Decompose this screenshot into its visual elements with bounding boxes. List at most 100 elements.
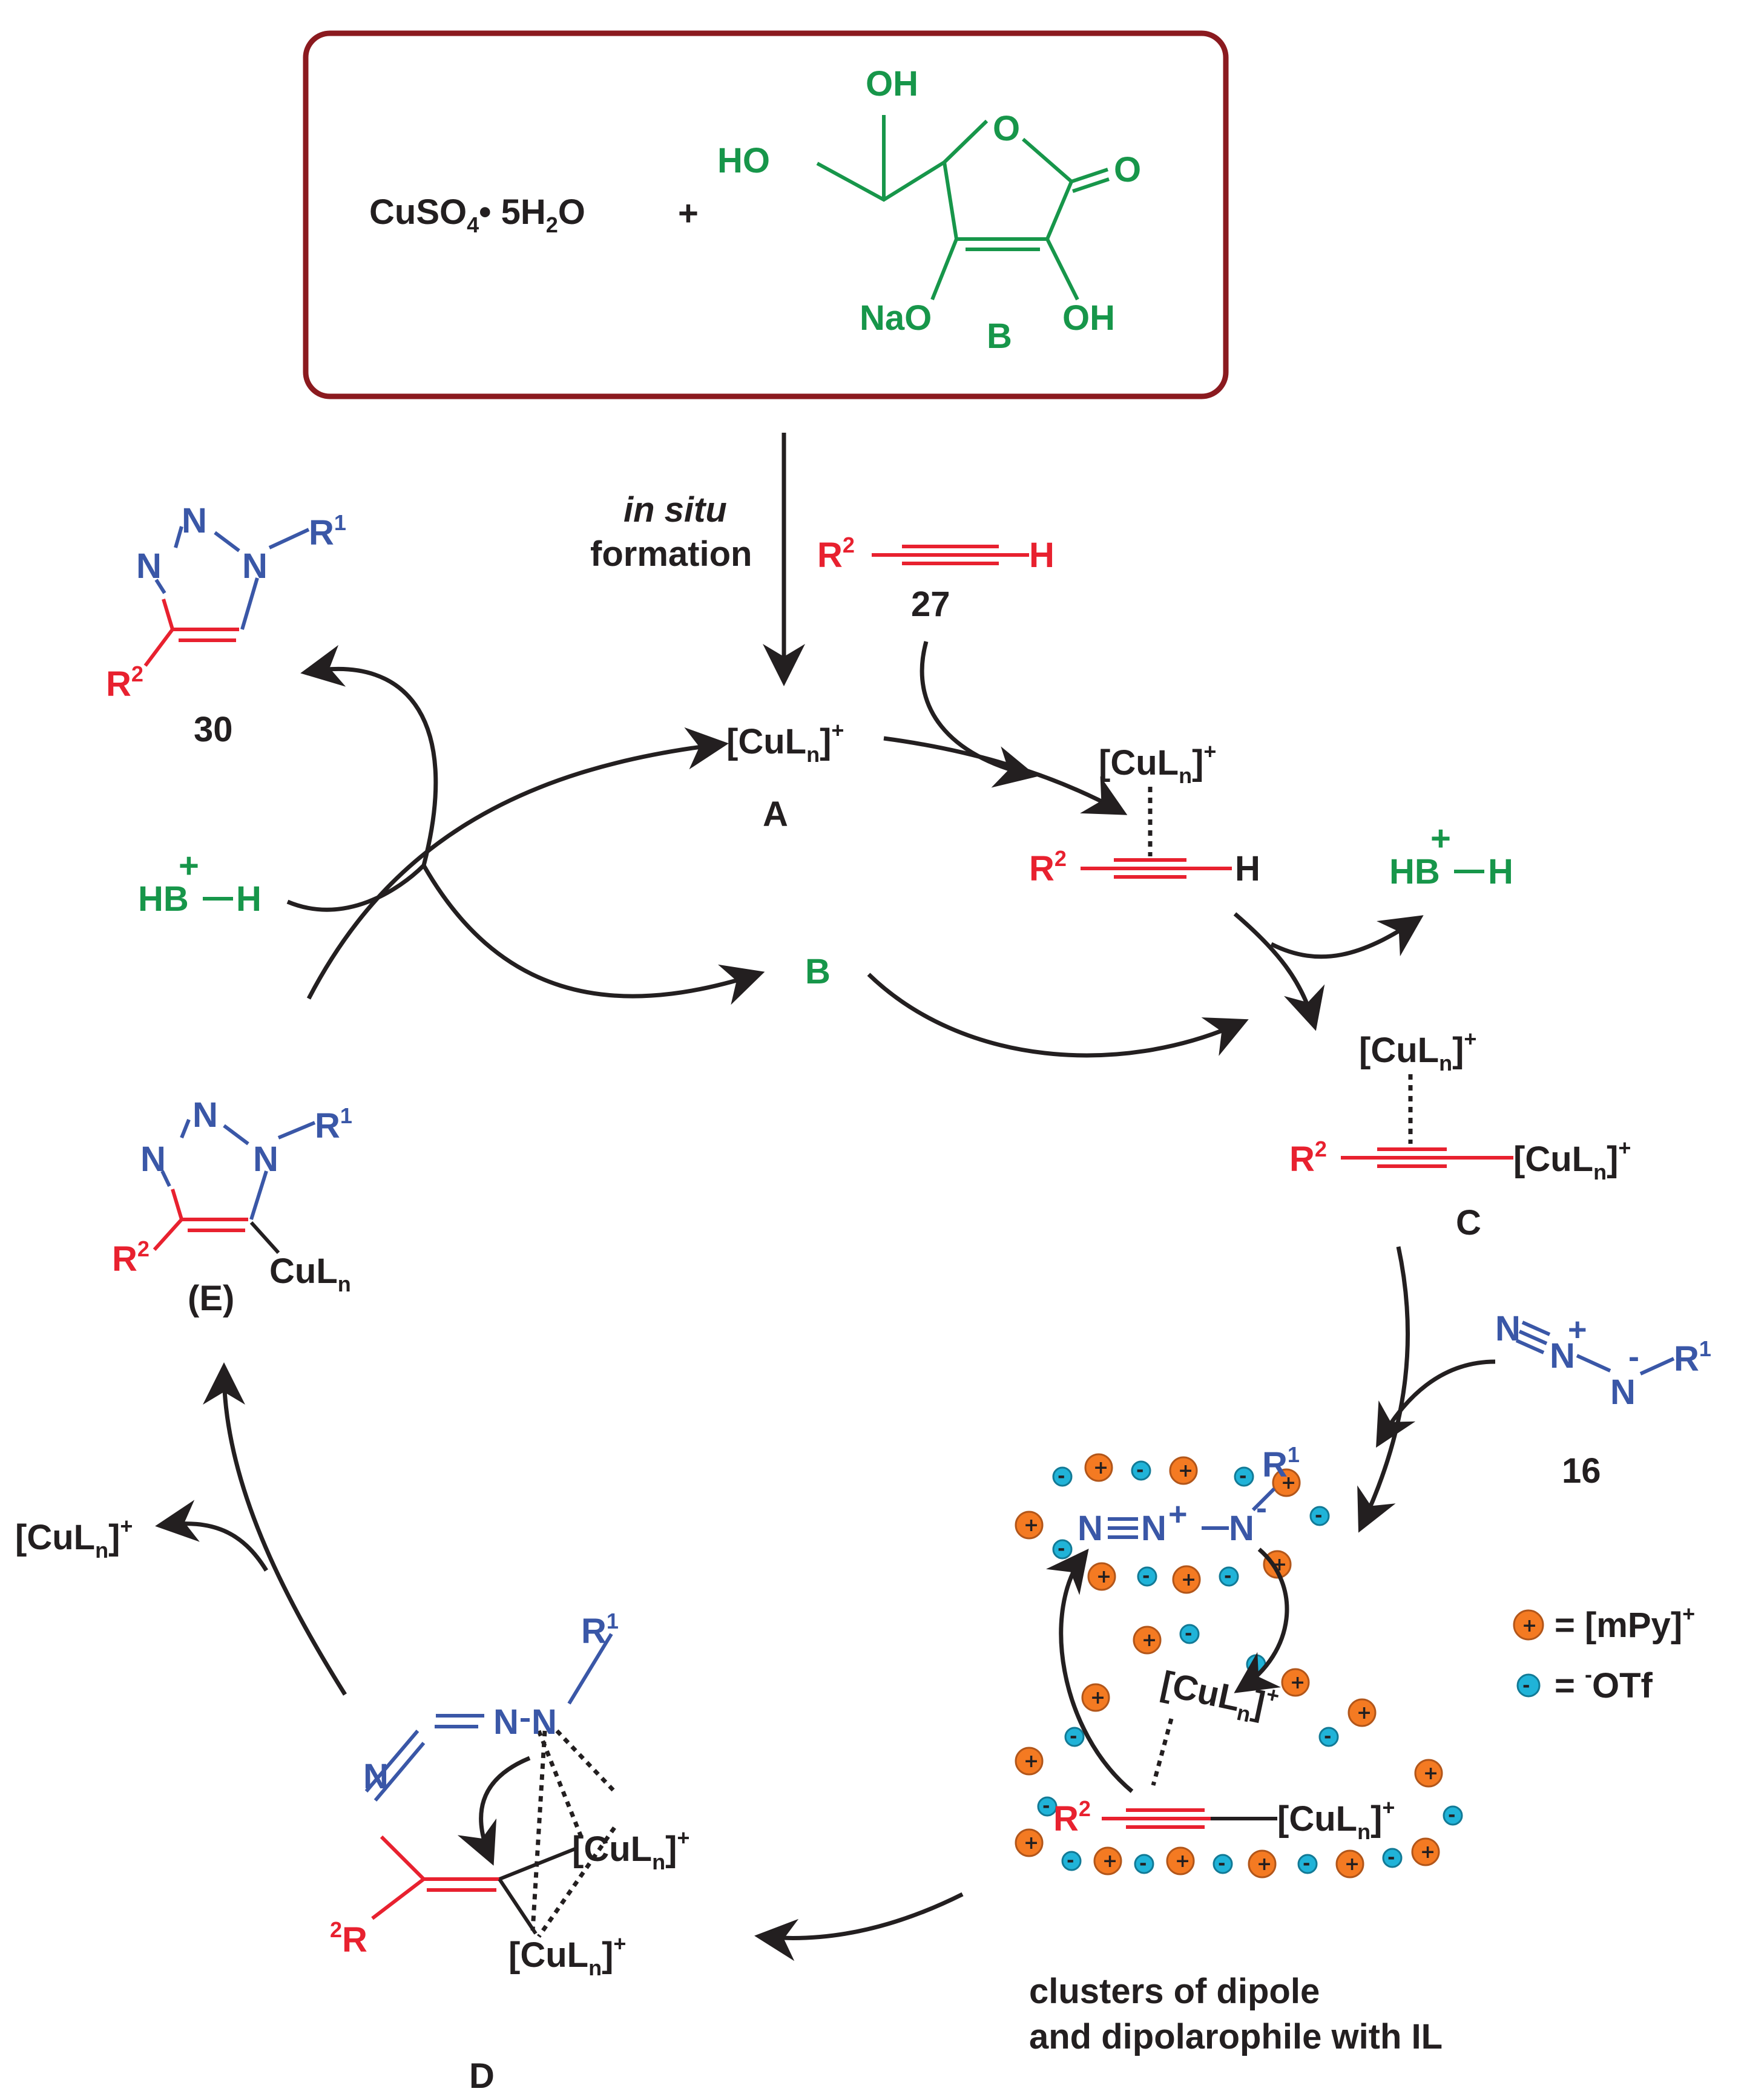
ascorbate-b-mid: B: [805, 952, 831, 991]
triazole-30-n-right: N: [242, 546, 268, 586]
triazole-e-n-right: N: [253, 1140, 278, 1179]
arrow-a-to-pi-complex: [883, 736, 1128, 815]
cluster-curved-arrow-right: [1234, 1547, 1289, 1693]
anion-sign: -: [1324, 1726, 1331, 1747]
cluster-azide-bonds: [1108, 1487, 1276, 1539]
anion-ion: [1064, 1727, 1085, 1747]
anion-sign: -: [1303, 1853, 1310, 1874]
anion-sign: -: [1042, 1796, 1050, 1817]
species-d-r1: R1: [581, 1609, 619, 1651]
triazole-e-cu: CuLn: [269, 1252, 351, 1296]
ascorbate-ring-o: O: [993, 109, 1020, 148]
pi-complex-r2: R2: [1029, 846, 1067, 888]
cluster-caption-1: clusters of dipole: [1029, 1972, 1320, 2011]
ascorbate-oh-top: OH: [866, 64, 918, 103]
cation-sign: +: [1175, 1851, 1190, 1872]
cluster-dashed-bond: [1151, 1718, 1174, 1786]
cluster-r1: R1: [1262, 1442, 1300, 1485]
ascorbate-nao: NaO: [860, 298, 932, 338]
cation-sign: +: [1290, 1672, 1305, 1693]
anion-sign: -: [1448, 1805, 1455, 1826]
anion-sign: -: [1070, 1726, 1077, 1747]
cation-sign: +: [1096, 1566, 1111, 1587]
arrow-27-into-cycle: [920, 641, 1038, 788]
cluster-r2: R2: [1053, 1796, 1091, 1839]
arrow-release-hbh: [1270, 915, 1424, 959]
triazole-30-label: 30: [194, 710, 233, 749]
cation-sign: +: [1142, 1630, 1157, 1651]
anion-ion: [1318, 1727, 1339, 1747]
cation-ion: [1172, 1565, 1201, 1594]
cluster-curved-arrow-left: [1046, 1548, 1134, 1793]
triazole-30-structure: [143, 526, 310, 667]
cation-sign: +: [1102, 1851, 1117, 1872]
cluster-n2: N: [1141, 1509, 1167, 1548]
cation-ion: [1411, 1837, 1440, 1866]
legend-cation-sign: +: [1522, 1615, 1537, 1636]
arrow-c-to-cluster: [1357, 1246, 1410, 1533]
cation-sign: +: [1090, 1687, 1105, 1708]
formation-label: formation: [590, 534, 752, 574]
anion-ion: [1234, 1466, 1254, 1487]
cation-sign: +: [1420, 1842, 1435, 1863]
alkyne-27-h: H: [1029, 536, 1055, 575]
arrow-d-to-e: [203, 1362, 347, 1696]
anion-ion: [1219, 1566, 1239, 1587]
anion-sign: -: [1136, 1460, 1143, 1481]
arrow-hbh-to-b: [286, 862, 765, 1005]
species-d-structure: [364, 1633, 616, 1938]
alkyne-27-label: 27: [911, 585, 950, 624]
cation-ion: [1248, 1849, 1277, 1879]
cation-ion: [1093, 1846, 1122, 1875]
cation-ion: [1084, 1453, 1113, 1482]
arrow-to-product-30: [300, 645, 438, 866]
arrow-release-copper: [155, 1500, 268, 1572]
cluster-n3: N: [1229, 1509, 1254, 1548]
sodium-ascorbate-structure: [816, 115, 1110, 301]
cation-sign: +: [1281, 1472, 1296, 1494]
species-d-cu-lower: [CuLn]+: [508, 1931, 626, 1980]
alkyne-27-r2: R2: [817, 533, 855, 575]
cluster-n3-charge: -: [1256, 1490, 1267, 1526]
species-c-cu-top: [CuLn]+: [1359, 1026, 1476, 1075]
species-c-r2: R2: [1289, 1137, 1327, 1179]
cation-sign: +: [1181, 1569, 1196, 1590]
anion-ion: [1179, 1624, 1200, 1644]
azide-16-n2: N: [1550, 1336, 1575, 1376]
anion-ion: [1061, 1851, 1082, 1871]
protonated-base-left: HB: [138, 879, 189, 919]
species-c-triple-bond: [1341, 1147, 1513, 1168]
triazole-e-n-left: N: [140, 1140, 166, 1179]
triazole-30-r2: R2: [106, 661, 143, 704]
legend-cation-text: = [mPy]+: [1555, 1601, 1695, 1645]
anion-ion: [1382, 1848, 1403, 1868]
ascorbate-carbonyl-o: O: [1114, 150, 1141, 189]
protonated-base-left-charge: +: [179, 846, 199, 885]
ascorbate-label-b: B: [987, 317, 1012, 356]
pi-complex-h: H: [1235, 849, 1260, 888]
anion-ion: [1213, 1854, 1233, 1874]
anion-ion: [1037, 1796, 1058, 1817]
anion-sign: -: [1142, 1566, 1150, 1587]
anion-sign: -: [1058, 1538, 1065, 1560]
anion-ion: [1131, 1460, 1151, 1481]
cluster-triple-bond: [1102, 1808, 1277, 1829]
anion-ion: [1052, 1466, 1073, 1487]
protonated-base-left-h: H: [236, 879, 262, 919]
legend-cation-marker: [1513, 1609, 1544, 1641]
legend: + = [mPy]+ - = -OTf: [1513, 1601, 1695, 1705]
in-situ-label: in situ: [624, 490, 727, 530]
copper-sulfate-formula: CuSO4• 5H2O: [369, 192, 585, 237]
species-d-cu-upper: [CuLn]+: [572, 1825, 689, 1874]
species-a-formula: [CuLn]+: [726, 718, 844, 767]
species-a-label: A: [763, 795, 788, 834]
cation-sign: +: [1024, 1515, 1039, 1536]
cation-sign: +: [1093, 1457, 1108, 1478]
cation-ion: [1335, 1849, 1364, 1879]
azide-16-label: 16: [1562, 1451, 1601, 1491]
cation-sign: +: [1423, 1763, 1438, 1784]
cation-ion: [1133, 1626, 1162, 1655]
triazole-e-n-top: N: [192, 1095, 218, 1135]
anion-ion: [1309, 1506, 1330, 1526]
